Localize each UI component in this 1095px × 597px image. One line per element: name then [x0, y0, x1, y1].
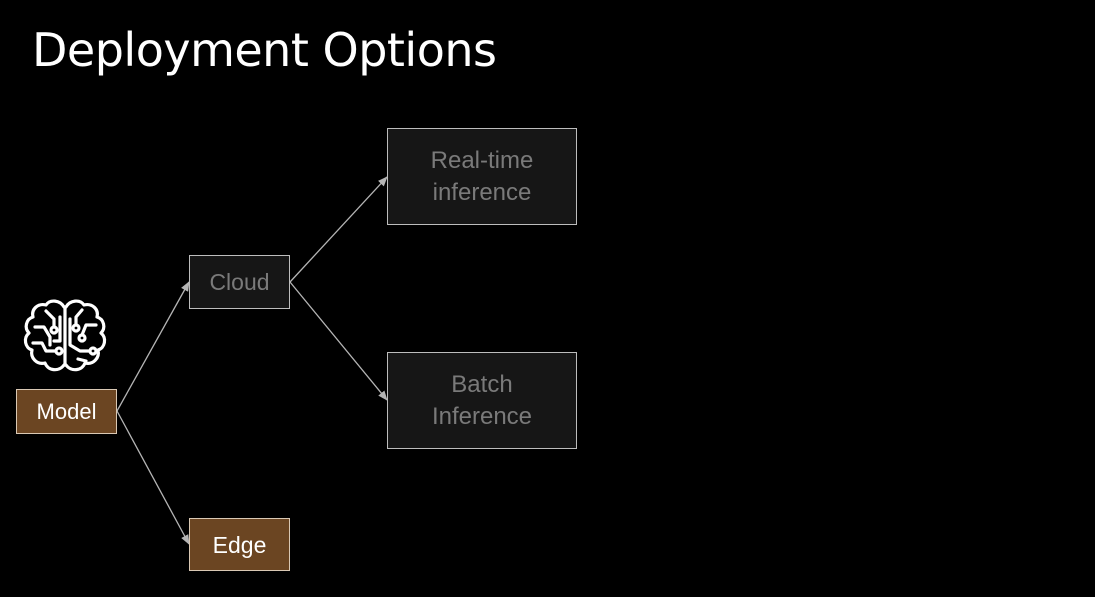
node-batch-inference: Batch Inference	[387, 352, 577, 449]
brain-circuit-icon	[23, 299, 107, 372]
node-batch-inference-label: Batch Inference	[431, 370, 533, 430]
arrow-cloud-to-batch	[289, 281, 388, 401]
node-model: Model	[16, 389, 117, 434]
arrow-model-to-edge	[116, 410, 190, 545]
slide-title: Deployment Options	[32, 23, 497, 77]
arrow-model-to-cloud	[116, 281, 190, 412]
node-realtime-inference-label: Real-time inference	[430, 146, 534, 206]
node-cloud-label: Cloud	[209, 269, 270, 295]
node-realtime-inference: Real-time inference	[387, 128, 577, 225]
node-edge: Edge	[189, 518, 290, 571]
node-edge-label: Edge	[212, 531, 267, 558]
node-cloud: Cloud	[189, 255, 290, 309]
arrow-cloud-to-realtime	[289, 176, 388, 283]
node-model-label: Model	[36, 398, 97, 424]
